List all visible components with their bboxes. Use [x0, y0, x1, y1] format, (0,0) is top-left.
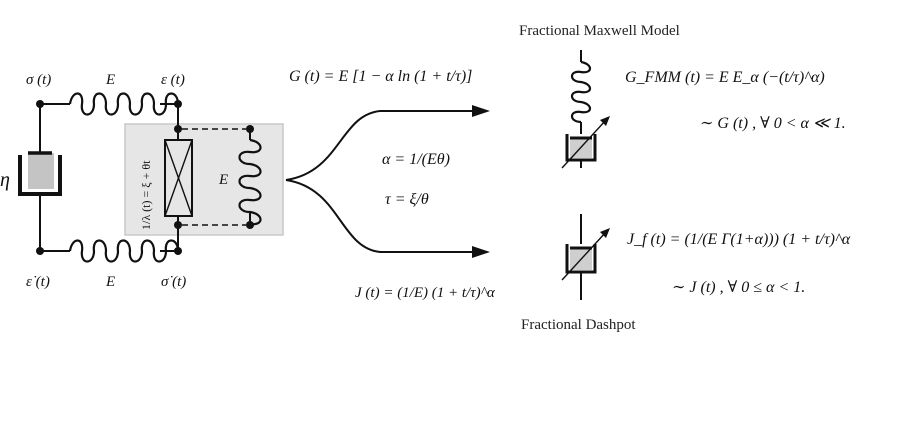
maxwell-approx: ∼ G (t) , ∀ 0 < α ≪ 1.	[700, 115, 846, 132]
dashpot-equation: J_f (t) = (1/(E Γ(1+α))) (1 + t/τ)^α	[627, 231, 851, 248]
alpha-parameter: α = 1/(Eθ)	[382, 151, 450, 168]
dashpot-label: η	[0, 169, 10, 191]
sigma-dot-label: σ̇ (t)	[161, 274, 186, 290]
top-spring-label: E	[105, 72, 115, 88]
dashpot-left	[18, 151, 62, 196]
maxwell-title: Fractional Maxwell Model	[519, 23, 680, 39]
branch-arrows	[285, 105, 490, 258]
circuit: η E	[0, 72, 284, 290]
creep-equation: J (t) = (1/E) (1 + t/τ)^α	[355, 285, 496, 301]
bottom-spring	[68, 239, 180, 263]
crossed-element	[164, 129, 193, 225]
bottom-spring-label: E	[105, 274, 115, 290]
maxwell-symbol	[561, 50, 610, 169]
epsilon-label: ε (t)	[161, 72, 185, 88]
dashpot-symbol	[561, 214, 610, 300]
tau-parameter: τ = ξ/θ	[385, 191, 429, 208]
epsilon-dot-label: ε̇ (t)	[26, 274, 50, 290]
top-spring	[68, 92, 180, 116]
relaxation-equation: G (t) = E [1 − α ln (1 + t/τ)]	[289, 68, 472, 85]
dashpot-approx: ∼ J (t) , ∀ 0 ≤ α < 1.	[672, 279, 805, 296]
sigma-label: σ (t)	[26, 72, 51, 88]
inner-spring-label: E	[218, 172, 228, 188]
inner-spring	[238, 138, 262, 226]
maxwell-equation: G_FMM (t) = E E_α (−(t/τ)^α)	[625, 69, 825, 86]
vertical-relation: 1/λ (t) = ξ + θt	[139, 160, 153, 230]
dashpot-title: Fractional Dashpot	[521, 317, 636, 333]
